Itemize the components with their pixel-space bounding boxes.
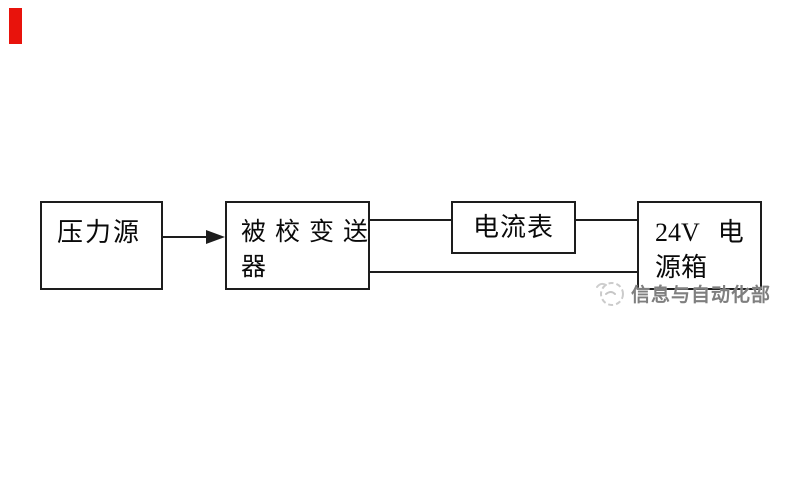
power-box-label-line2: 源箱 [655,253,708,282]
power-box-label-line1: 24V 电 [655,218,744,247]
watermark-text: 信息与自动化部 [631,284,772,306]
arrow-head-icon [206,230,225,244]
transmitter-label-line1: 被校变送 [241,219,378,246]
arrow-line [163,236,208,238]
node-pressure-source: 压力源 [40,201,163,290]
transmitter-label-line2: 器 [241,254,267,281]
node-power-box: 24V 电 源箱 [637,201,762,290]
red-corner-marker [9,8,22,44]
watermark-logo-icon [592,276,626,310]
connector-ammeter-to-power [576,219,637,221]
connector-transmitter-to-power-bottom [370,271,637,273]
node-transmitter: 被校变送 器 [225,201,370,290]
connector-transmitter-to-ammeter [370,219,451,221]
watermark: 信息与自动化部 [592,276,771,310]
node-ammeter: 电流表 [451,201,576,254]
ammeter-label: 电流表 [472,213,554,242]
pressure-source-label: 压力源 [57,218,142,247]
